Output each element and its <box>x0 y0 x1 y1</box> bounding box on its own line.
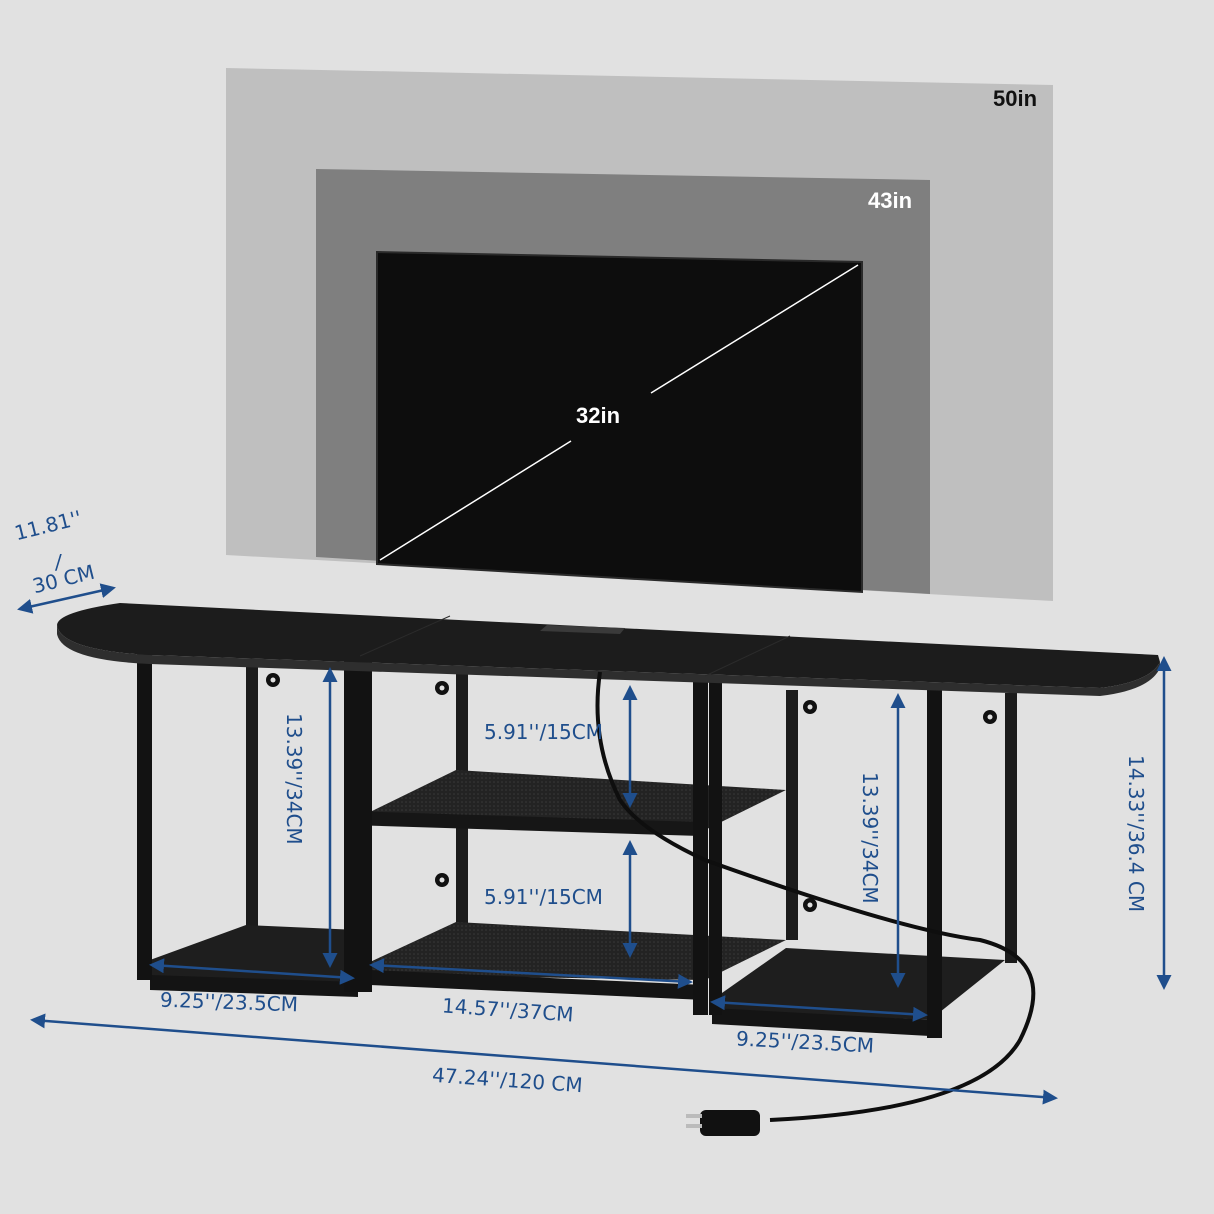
label-50in: 50in <box>993 86 1038 111</box>
left-cube-height-label: 13.39''/34CM <box>282 713 306 845</box>
dimension-lines <box>17 583 1172 1105</box>
power-outlet <box>540 625 625 634</box>
total-height-label: 14.33''/36.4 CM <box>1124 755 1148 913</box>
tv-stand <box>57 603 1160 1136</box>
right-cube-height-label: 13.39''/34CM <box>858 772 882 904</box>
tv-32in <box>376 250 863 594</box>
upper-shelf-gap-label: 5.91''/15CM <box>484 720 603 744</box>
depth-separator: / <box>55 550 62 574</box>
label-43in: 43in <box>868 188 913 213</box>
lower-shelf-gap-label: 5.91''/15CM <box>484 885 603 909</box>
left-cube-width-label: 9.25''/23.5CM <box>159 987 299 1017</box>
label-32in: 32in <box>576 403 621 428</box>
plug-icon <box>686 1110 760 1136</box>
